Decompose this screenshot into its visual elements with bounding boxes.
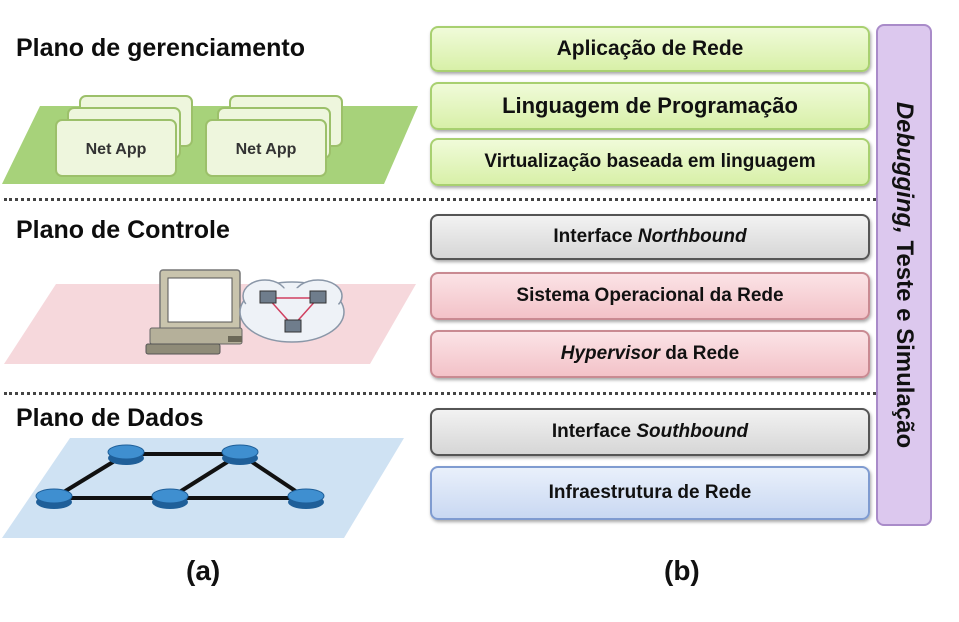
layer-language-virtualization-label: Virtualização baseada em linguagem — [484, 151, 816, 172]
hypervisor-suffix: da Rede — [660, 343, 740, 364]
layer-southbound-interface: Interface Southbound — [430, 408, 870, 456]
computer-icon — [145, 269, 243, 355]
hypervisor-term: Hypervisor — [560, 343, 661, 364]
data-plane-floor — [2, 438, 404, 538]
management-plane-title: Plano de gerenciamento — [16, 34, 305, 62]
southbound-prefix: Interface — [551, 421, 637, 442]
layer-network-application: Aplicação de Rede — [430, 26, 870, 72]
side-bar-rest: Teste e Simulação — [891, 233, 919, 449]
net-app-label-2: Net App — [236, 141, 297, 158]
router-icon-4 — [151, 488, 189, 509]
side-bar-text: Debugging, Teste e Simulação — [890, 102, 918, 448]
layer-network-infrastructure-label: Infraestrutura de Rede — [548, 482, 752, 503]
data-plane-title: Plano de Dados — [16, 404, 204, 432]
divider-management-control — [4, 198, 876, 201]
northbound-term: Northbound — [637, 226, 747, 247]
router-icon-2 — [221, 444, 259, 465]
layer-network-infrastructure: Infraestrutura de Rede — [430, 466, 870, 520]
net-app-label-1: Net App — [86, 141, 147, 158]
data-plane-illustration — [2, 438, 404, 538]
control-plane-illustration — [4, 269, 416, 364]
northbound-prefix: Interface — [553, 226, 638, 247]
layer-programming-language: Linguagem de Programação — [430, 82, 870, 130]
caption-a: (a) — [186, 555, 221, 586]
layer-network-application-label: Aplicação de Rede — [556, 37, 744, 60]
management-plane-illustration: Net App Net App — [2, 95, 418, 184]
debugging-testing-simulation-bar: Debugging, Teste e Simulação — [876, 24, 932, 526]
layer-northbound-interface: Interface Northbound — [430, 214, 870, 260]
side-bar-emphasis: Debugging, — [891, 101, 919, 234]
control-plane-title: Plano de Controle — [16, 216, 230, 244]
layer-network-os-label: Sistema Operacional da Rede — [516, 285, 784, 306]
divider-control-data — [4, 392, 876, 395]
router-icon-1 — [107, 444, 145, 465]
southbound-term: Southbound — [636, 421, 749, 442]
layer-language-virtualization: Virtualização baseada em linguagem — [430, 138, 870, 186]
layer-network-hypervisor: Hypervisor da Rede — [430, 330, 870, 378]
cloud-network-icon — [239, 279, 345, 343]
layer-programming-language-label: Linguagem de Programação — [502, 93, 798, 118]
router-icon-5 — [287, 488, 325, 509]
layer-network-os: Sistema Operacional da Rede — [430, 272, 870, 320]
router-icon-3 — [35, 488, 73, 509]
caption-b: (b) — [664, 555, 700, 586]
